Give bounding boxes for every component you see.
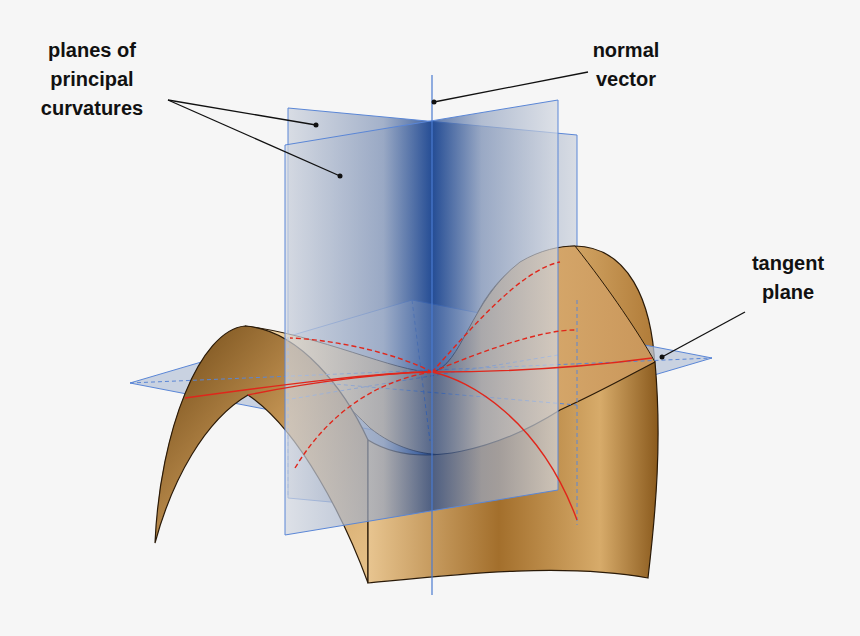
normal-line bbox=[431, 75, 432, 595]
leader-dot bbox=[432, 100, 437, 105]
leader-line bbox=[168, 100, 316, 125]
callout-label: normal vector bbox=[581, 36, 671, 94]
curve bbox=[295, 372, 432, 468]
leader-dot bbox=[660, 355, 665, 360]
curve bbox=[432, 372, 577, 520]
dashed-line bbox=[577, 300, 578, 525]
curve bbox=[185, 358, 652, 398]
curve bbox=[432, 330, 575, 372]
callout-label: tangent plane bbox=[743, 249, 833, 307]
leader-lines bbox=[168, 72, 745, 357]
curve bbox=[248, 372, 432, 395]
principal-plane bbox=[285, 100, 558, 535]
curve bbox=[290, 338, 432, 372]
curve bbox=[432, 262, 560, 372]
curvature-lines bbox=[185, 262, 652, 520]
leader-dots bbox=[314, 100, 665, 360]
leader-dot bbox=[314, 123, 319, 128]
callout-label: planes of principal curvatures bbox=[27, 36, 157, 123]
leader-line bbox=[168, 100, 340, 176]
leader-line bbox=[434, 72, 588, 102]
leader-dot bbox=[338, 174, 343, 179]
leader-line bbox=[662, 312, 745, 357]
